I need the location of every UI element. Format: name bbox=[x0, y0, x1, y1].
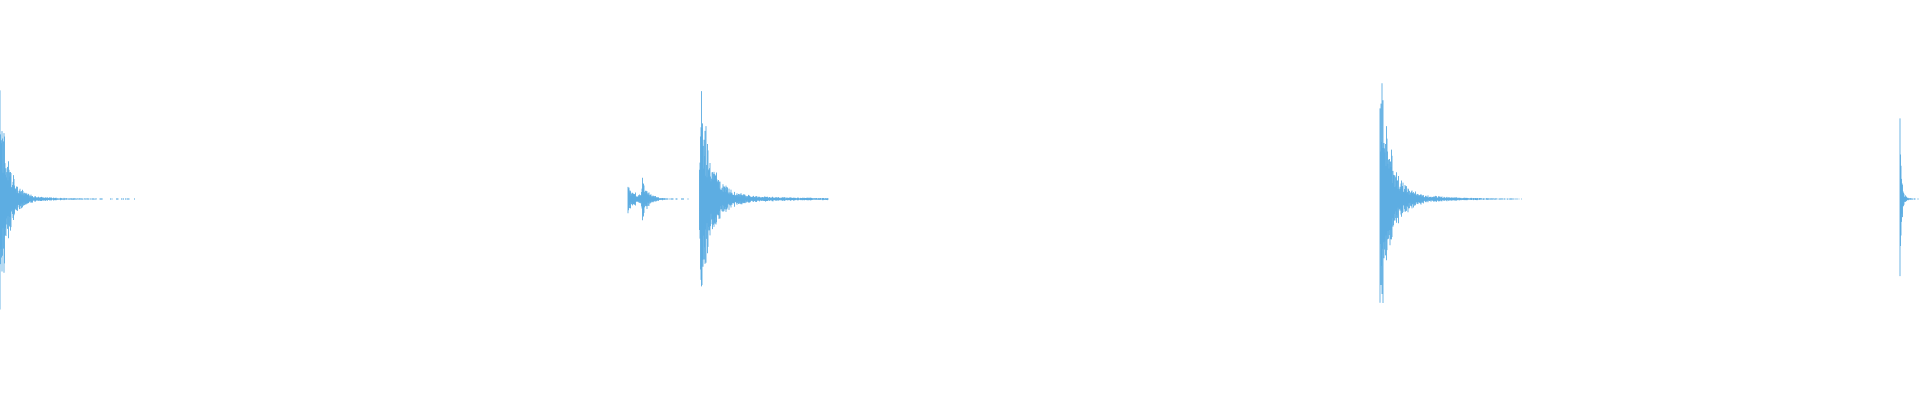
sound-burst-4-samples bbox=[1899, 118, 1919, 277]
sound-burst-1 bbox=[0, 90, 135, 310]
sound-burst-3-samples bbox=[1379, 83, 1522, 304]
sound-burst-4 bbox=[1899, 118, 1919, 277]
sound-burst-2-samples bbox=[627, 91, 829, 287]
sound-burst-2 bbox=[627, 91, 829, 287]
sound-burst-3 bbox=[1379, 83, 1522, 304]
waveform-clips bbox=[0, 83, 1919, 310]
sound-burst-1-samples bbox=[0, 90, 135, 310]
